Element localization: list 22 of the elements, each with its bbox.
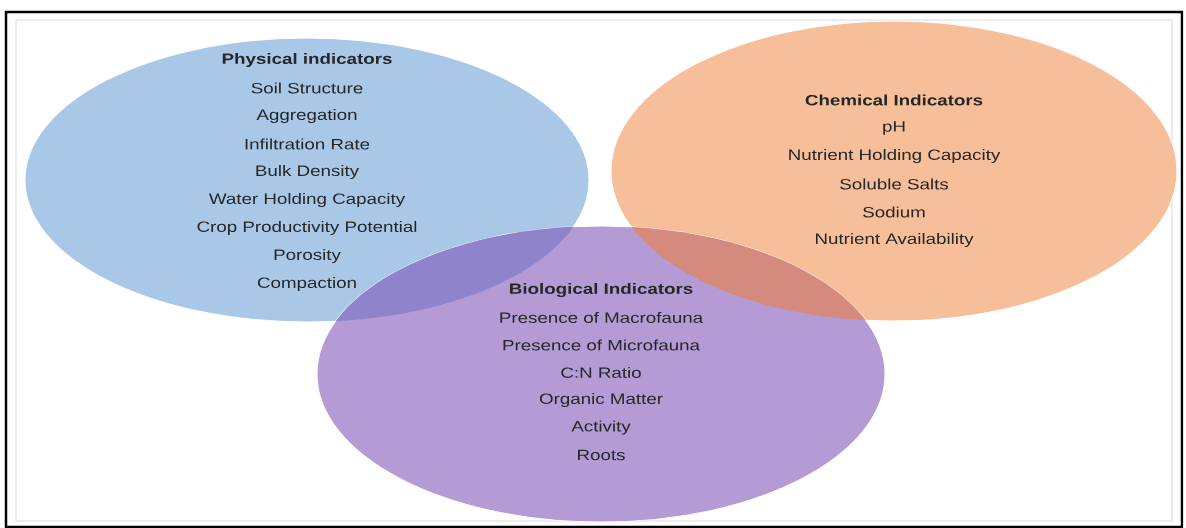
indicator-label: Aggregation — [256, 109, 357, 123]
heading: Chemical Indicators — [805, 94, 983, 106]
heading: Physical indicators — [222, 53, 392, 67]
heading: Biological Indicators — [510, 282, 693, 298]
indicator-label: Infiltration Rate — [245, 138, 370, 150]
indicator-label: Soluble Salts — [840, 178, 948, 190]
indicator-label: Presence of Microfauna — [503, 339, 700, 351]
indicator-label: Water Holding Capacity — [208, 193, 406, 207]
indicator-label: C:N Ratio — [561, 367, 641, 378]
indicator-label: Soil Structure — [251, 82, 363, 94]
indicator-label: Nutrient Holding Capacity — [789, 149, 1001, 163]
indicator-label: Crop Productivity Potential — [197, 221, 417, 235]
indicator-label: Porosity — [274, 249, 341, 263]
indicator-label: Compaction — [257, 277, 356, 291]
indicator-label: Bulk Density — [256, 165, 360, 179]
indicator-label: Sodium — [863, 206, 925, 218]
indicator-label: Organic Matter — [539, 393, 663, 407]
indicator-label: Presence of Macrofauna — [500, 312, 704, 323]
indicator-label: Nutrient Availability — [816, 233, 974, 247]
indicator-label: pH — [883, 121, 905, 135]
indicator-label: Roots — [578, 449, 625, 461]
indicator-label: Activity — [571, 420, 631, 435]
